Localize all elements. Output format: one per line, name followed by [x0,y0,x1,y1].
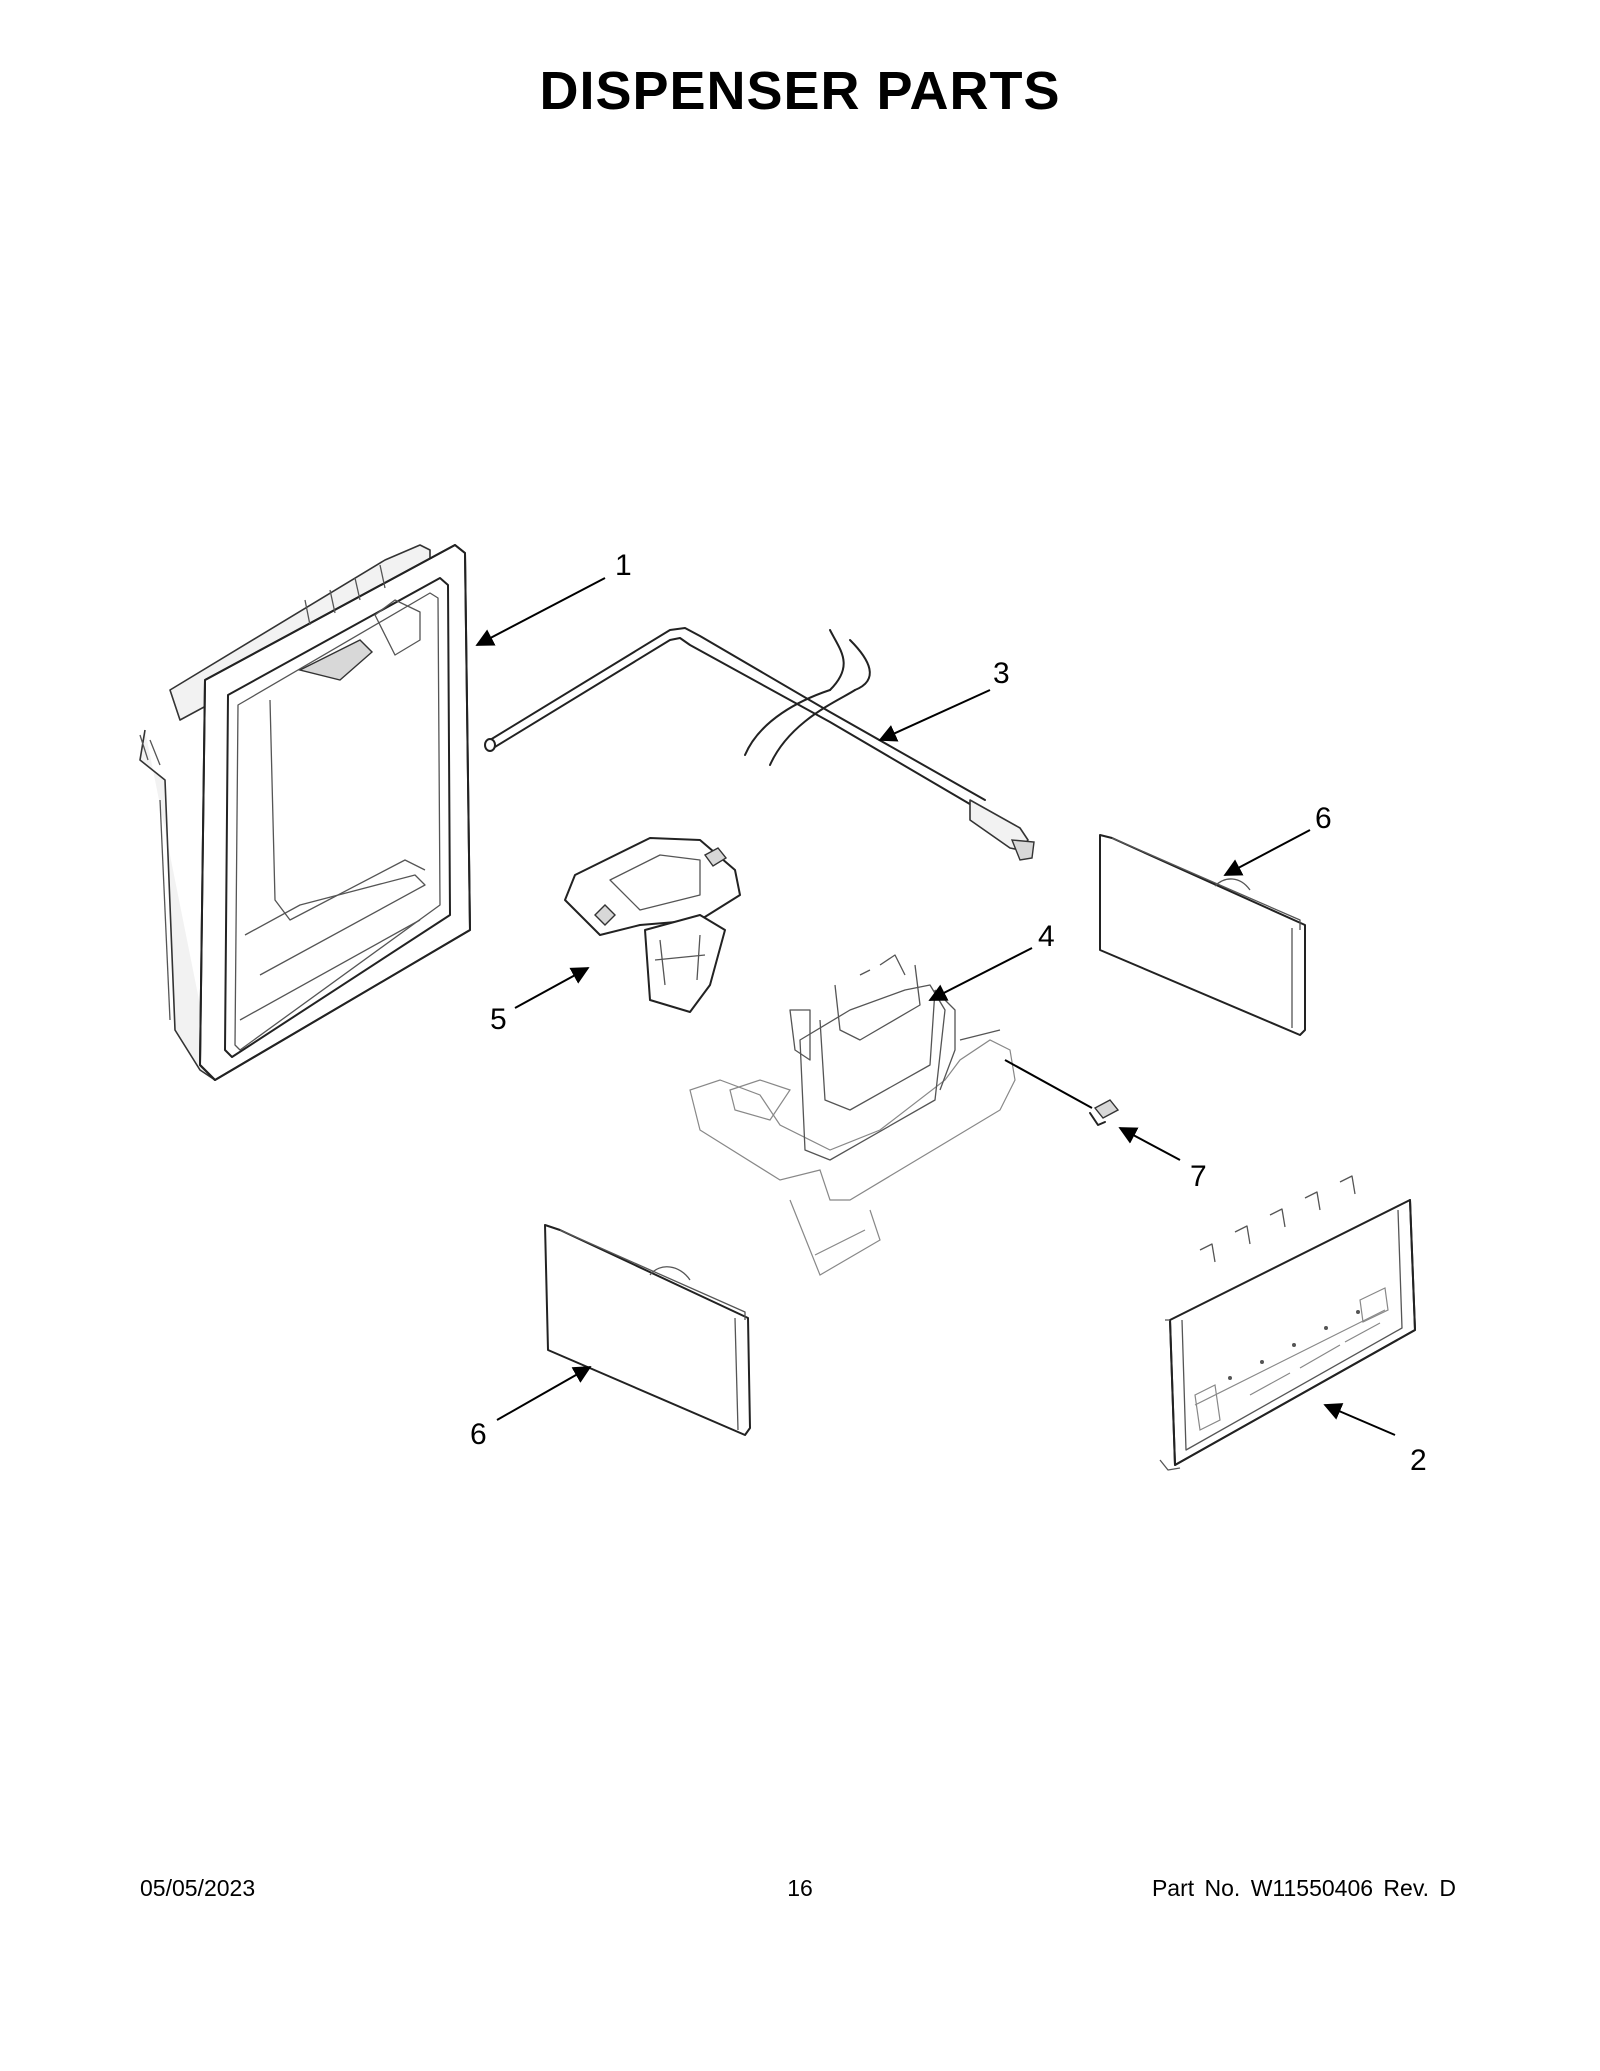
leader-3 [878,689,991,742]
footer-page-number: 16 [787,1875,813,1901]
callout-3: 3 [993,657,1010,690]
leader-2 [1323,1403,1396,1436]
leader-6-upper [1223,829,1311,876]
callout-4: 4 [1038,920,1055,953]
leader-7-arrow [1118,1127,1181,1161]
callout-6-lower: 6 [470,1418,487,1451]
part-7-screw [1089,1099,1120,1126]
part-1-dispenser-housing [139,544,471,1081]
part-4-dispenser-module [689,954,1016,1276]
part-6-cover-upper [1099,834,1306,1036]
callout-5: 5 [490,1003,507,1036]
page-title: DISPENSER PARTS [539,61,1061,121]
leader-1 [475,577,606,646]
part-5-dispenser-paddle [564,837,741,1013]
part-3-water-tube [484,627,1035,861]
callout-leaders [475,577,1396,1436]
leader-6-lower [496,1366,592,1421]
part-6-cover-lower [544,1224,751,1436]
leader-7-screw-axis [1004,1059,1093,1109]
callout-6-upper: 6 [1315,802,1332,835]
leader-5 [514,967,590,1009]
leader-4 [928,947,1033,1001]
footer-part-number: Part No. W11550406 Rev. D [1151,1875,1456,1901]
callout-1: 1 [615,549,632,582]
part-2-control-panel [1159,1175,1416,1471]
footer-date: 05/05/2023 [140,1875,256,1901]
callout-7: 7 [1190,1160,1207,1193]
callout-2: 2 [1410,1444,1427,1477]
